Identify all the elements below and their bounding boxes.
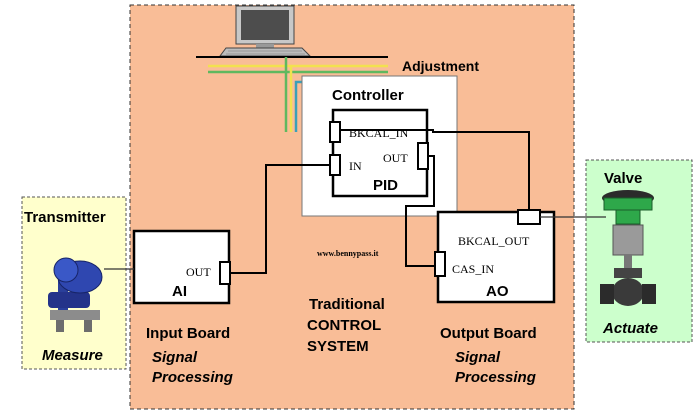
actuate-label: Actuate — [602, 320, 658, 337]
traditional-label-line2: CONTROL — [307, 317, 381, 334]
pid-in-label: IN — [349, 159, 362, 173]
output-board-label: Output Board — [440, 325, 537, 342]
adjustment-label: Adjustment — [402, 58, 479, 74]
input-signal-line1: Signal — [152, 349, 198, 366]
ai-out-label: OUT — [186, 265, 211, 279]
pid-label: PID — [373, 177, 398, 194]
measure-label: Measure — [42, 347, 103, 364]
pid-out-port — [417, 142, 429, 170]
ai-out-port — [219, 261, 231, 285]
ao-bkcal-out-port — [517, 209, 541, 225]
ai-label: AI — [172, 283, 187, 300]
pid-bkcal-in-label: BKCAL_IN — [349, 126, 409, 140]
output-signal-line1: Signal — [455, 349, 501, 366]
computer-icon — [219, 5, 312, 57]
watermark-text: www.bennypass.it — [317, 249, 379, 258]
signal-wires — [230, 129, 530, 274]
ao-cas-in-port — [434, 251, 446, 277]
ao-cas-in-label: CAS_IN — [452, 262, 494, 276]
controller-label: Controller — [332, 87, 404, 104]
transmitter-icon — [48, 257, 103, 332]
traditional-label-line1: Traditional — [309, 296, 385, 313]
ao-bkcal-out-label: BKCAL_OUT — [458, 234, 530, 248]
pid-block — [331, 108, 429, 198]
output-signal-line2: Processing — [455, 369, 536, 386]
pid-in-port — [329, 154, 341, 176]
ao-label: AO — [486, 283, 509, 300]
valve-icon — [600, 190, 656, 306]
pid-bkcal-in-port — [329, 121, 341, 143]
pid-out-label: OUT — [383, 151, 408, 165]
valve-label: Valve — [604, 170, 642, 187]
traditional-label-line3: SYSTEM — [307, 338, 369, 355]
input-board-label: Input Board — [146, 325, 230, 342]
transmitter-label: Transmitter — [24, 209, 106, 226]
input-signal-line2: Processing — [152, 369, 233, 386]
